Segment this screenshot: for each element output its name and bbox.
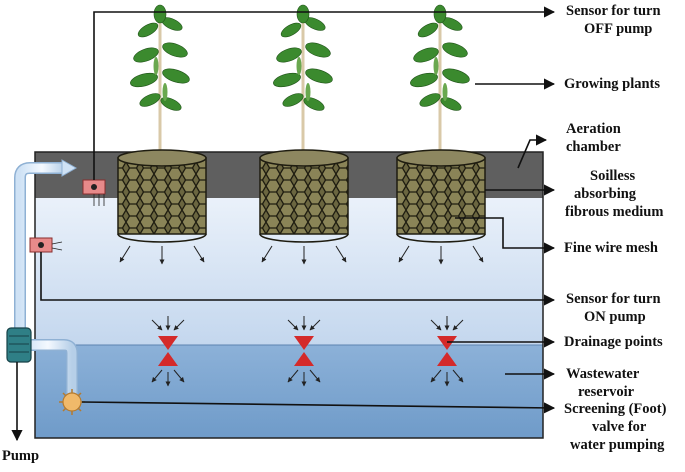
foot-valve-icon <box>59 389 85 415</box>
label-reservoir-line2: reservoir <box>578 384 635 400</box>
sensor-off-device <box>82 179 106 206</box>
label-sensor-on-line1: Sensor for turn <box>566 291 661 307</box>
wastewater-reservoir <box>35 345 543 438</box>
label-wire-mesh: Fine wire mesh <box>564 240 658 256</box>
label-soilless: Soilless absorbing fibrous medium <box>565 168 663 220</box>
drainage-point-1 <box>151 316 185 387</box>
label-foot-valve: Screening (Foot) valve for water pumping <box>564 401 667 453</box>
label-aeration-line2: chamber <box>566 139 621 155</box>
sensor-on-device <box>29 237 63 253</box>
leader-aeration <box>517 134 548 169</box>
label-soilless-line3: fibrous medium <box>565 204 663 220</box>
label-soilless-line2: absorbing <box>574 186 637 202</box>
drainage-point-3 <box>430 316 464 387</box>
seepage-arrows <box>119 245 484 265</box>
drainage-valve-icon <box>158 336 178 366</box>
label-sensor-off-line1: Sensor for turn <box>566 3 661 19</box>
plant-icon <box>130 4 190 152</box>
label-foot-valve-line1: Screening (Foot) <box>564 401 667 417</box>
pump-icon <box>6 327 32 363</box>
plant-icon <box>410 4 470 152</box>
plant-3 <box>410 4 470 152</box>
leader-foot-valve <box>81 401 556 414</box>
label-sensor-off: Sensor for turn OFF pump <box>566 3 661 37</box>
drainage-valve-icon <box>294 336 314 366</box>
label-reservoir-line1: Wastewater <box>566 366 640 382</box>
leader-lines <box>11 6 556 442</box>
leader-sensor-off <box>93 6 556 180</box>
pump-pipe <box>14 159 78 395</box>
leader-wire-mesh <box>455 217 556 254</box>
label-sensor-on-line2: ON pump <box>584 309 646 325</box>
plant-icon <box>273 4 333 152</box>
mesh-pot-2 <box>259 149 349 243</box>
label-foot-valve-line3: water pumping <box>570 437 665 453</box>
drainage-valve-icon <box>437 336 457 366</box>
leader-sensor-on <box>40 252 556 306</box>
label-growing-plants: Growing plants <box>564 76 660 92</box>
label-drainage: Drainage points <box>564 334 663 350</box>
mesh-pot-3 <box>396 149 486 243</box>
mesh-pot-1 <box>117 149 207 243</box>
label-sensor-on: Sensor for turn ON pump <box>566 291 661 325</box>
label-foot-valve-line2: valve for <box>592 419 647 435</box>
label-sensor-off-line2: OFF pump <box>584 21 652 37</box>
label-soilless-line1: Soilless <box>590 168 635 184</box>
plant-1 <box>130 4 190 152</box>
label-aeration-line1: Aeration <box>566 121 621 137</box>
plant-2 <box>273 4 333 152</box>
label-aeration: Aeration chamber <box>566 121 621 155</box>
label-pump: Pump <box>2 448 39 464</box>
drainage-point-2 <box>287 316 321 387</box>
label-reservoir: Wastewater reservoir <box>566 366 640 400</box>
